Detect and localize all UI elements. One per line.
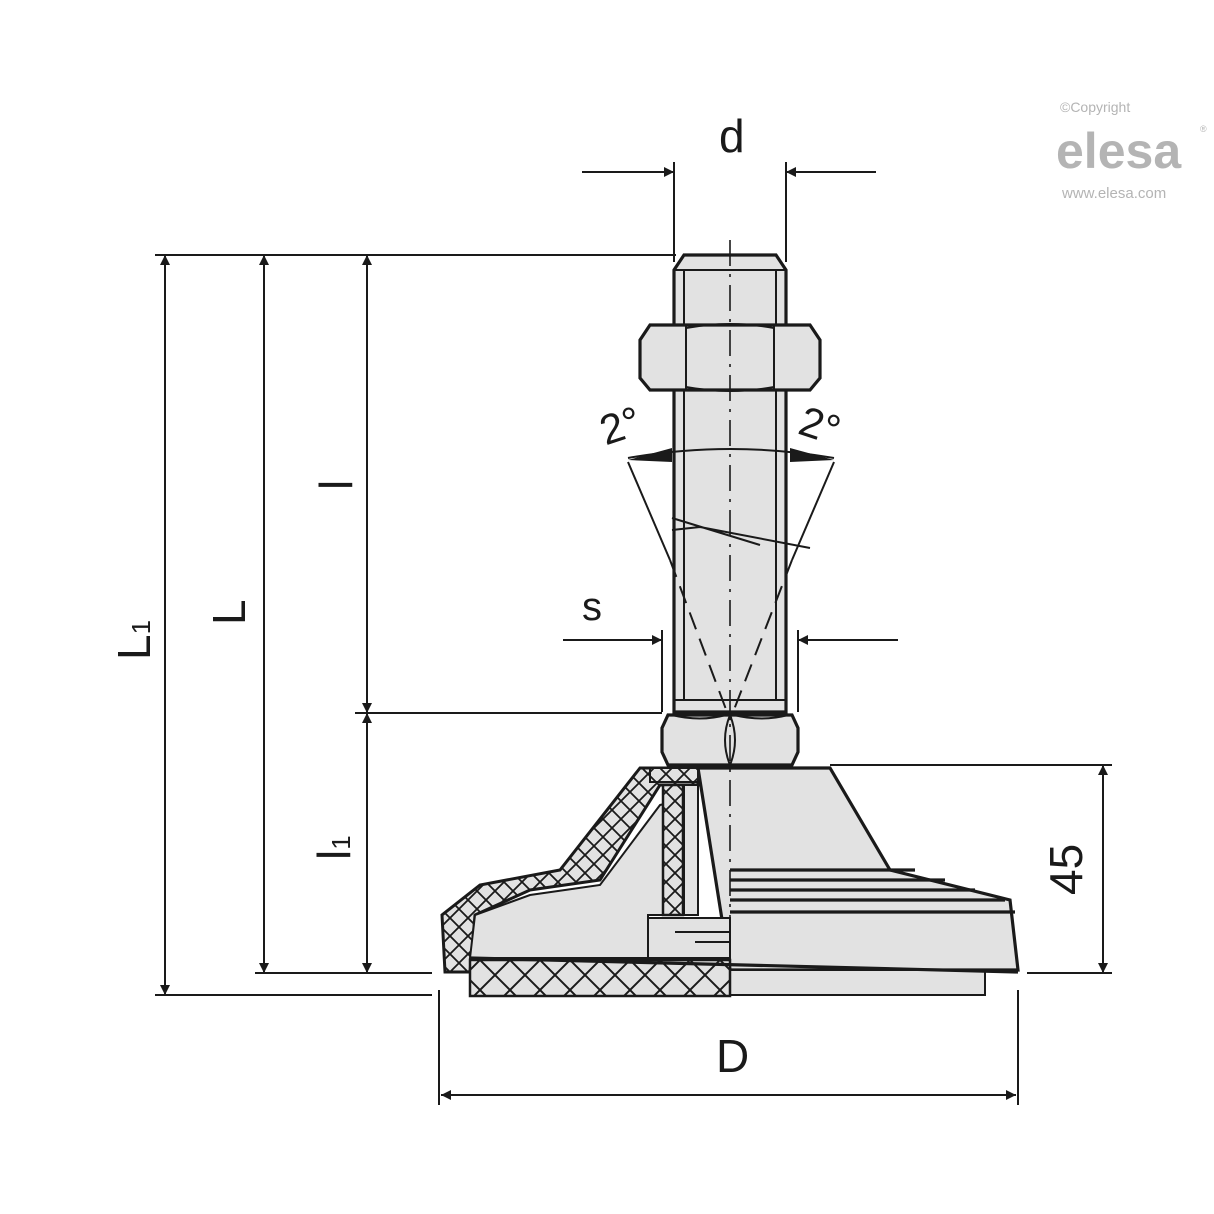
tilt-angle-left: 2° [594,397,647,454]
dimension-l: l [310,255,372,713]
dimension-s: s [563,585,898,712]
dimension-l1: l1 [308,713,372,973]
dimension-45: 45 [830,764,1112,974]
tilt-angle-right: 2° [794,397,847,454]
copyright-text: ©Copyright [1060,99,1130,115]
website-url: www.elesa.com [1061,185,1166,202]
dimension-D-label: D [716,1030,749,1082]
dimension-s-label: s [582,585,602,629]
dimension-D: D [438,990,1019,1105]
dimension-L: L [203,255,269,973]
extension-lines [155,254,676,996]
dimension-L1: L1 [108,255,170,995]
dimension-d-label: d [719,110,745,162]
dimension-d: d [582,110,876,262]
elesa-watermark: ©Copyright elesa ® www.elesa.com [1056,99,1207,202]
brand-logo: elesa [1056,123,1182,179]
base-section [440,766,1020,998]
registered-mark: ® [1200,124,1207,134]
dimension-45-label: 45 [1040,844,1092,895]
dimension-l-label: l [310,480,362,490]
upper-hex-nut [638,323,822,392]
dimension-l1-label: l1 [308,835,360,860]
dimension-L1-label: L1 [108,620,160,660]
dimension-L-label: L [203,599,255,625]
